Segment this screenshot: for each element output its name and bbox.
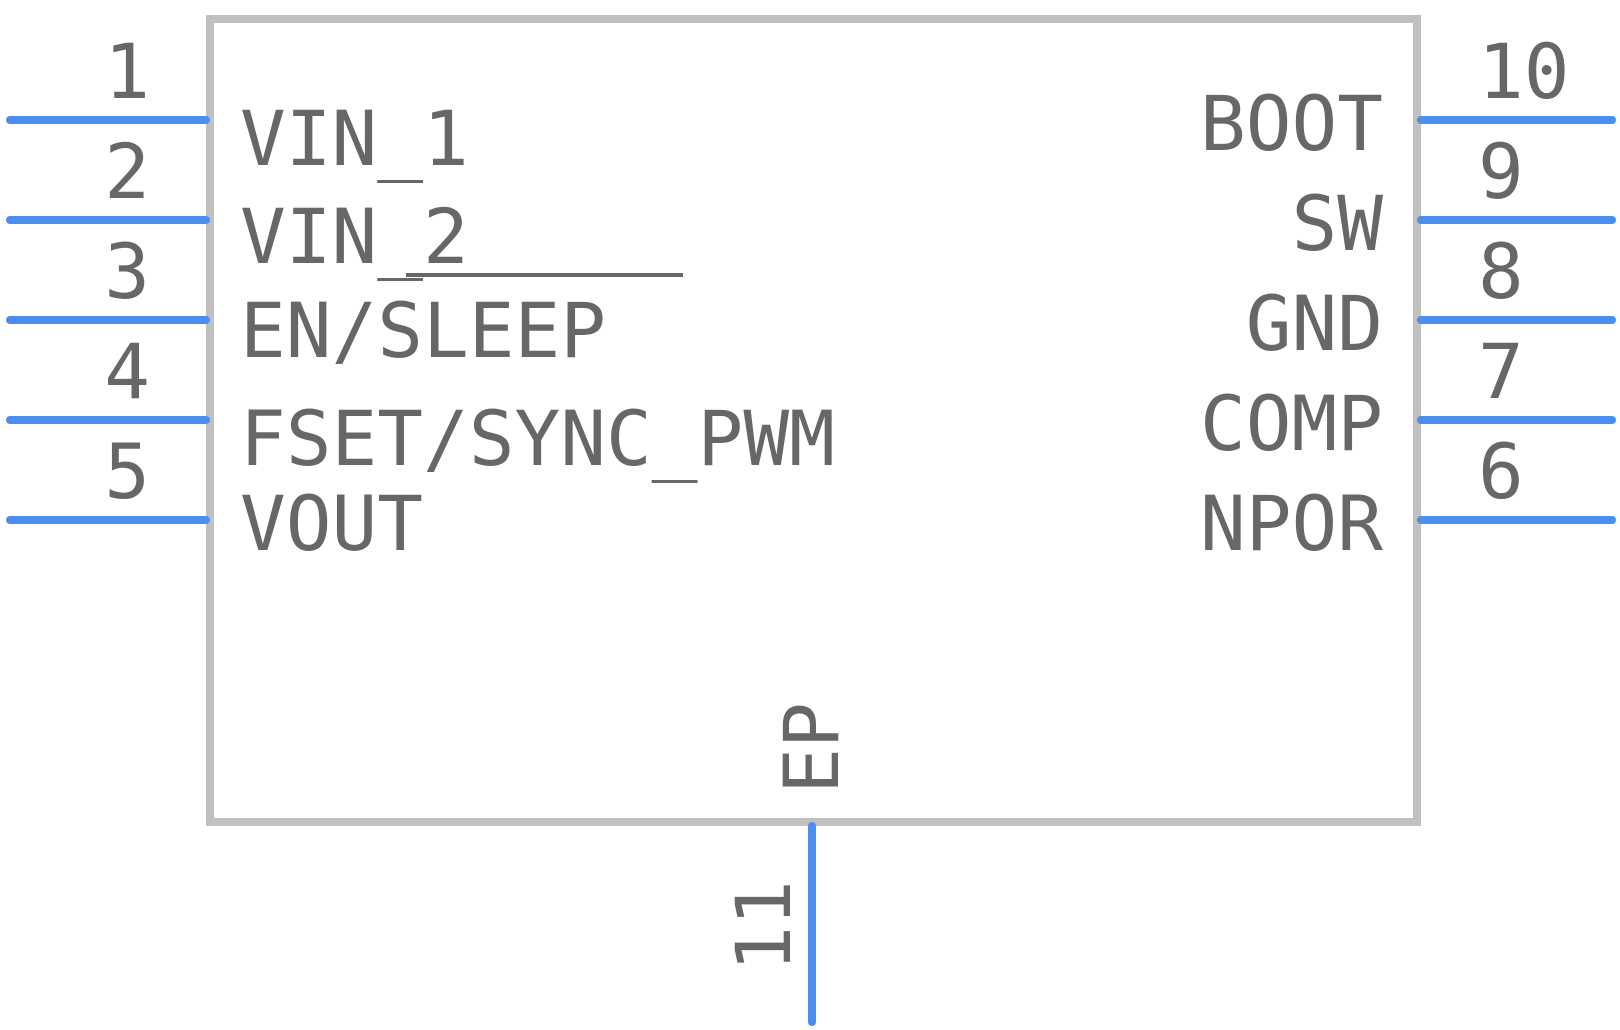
pin-name: VIN_2 (240, 192, 469, 281)
pin-name: EN/SLEEP (240, 286, 606, 375)
pin-name: SW (1291, 179, 1383, 268)
pin-name: EP (767, 702, 856, 794)
pin-name: COMP (1200, 379, 1383, 468)
pin-name: NPOR (1200, 479, 1383, 568)
pin-name: VIN_1 (240, 94, 469, 183)
pin-number: 4 (104, 327, 150, 416)
bottom-pin-11[interactable]: 11 EP (719, 702, 856, 1026)
right-pin-7[interactable]: 7 COMP (1200, 327, 1616, 468)
left-pin-3[interactable]: 3 EN/SLEEP (6, 227, 683, 375)
right-pin-10[interactable]: 10 BOOT (1200, 27, 1616, 168)
right-pin-6[interactable]: 6 NPOR (1200, 427, 1616, 568)
pin-name: BOOT (1200, 79, 1383, 168)
right-pin-8[interactable]: 8 GND (1246, 227, 1616, 368)
pin-number: 1 (104, 27, 150, 116)
pin-name: FSET/SYNC_PWM (240, 394, 835, 483)
pin-number: 7 (1478, 327, 1524, 416)
pin-number: 9 (1478, 127, 1524, 216)
pin-name: GND (1246, 279, 1383, 368)
pin-number: 2 (104, 127, 150, 216)
right-pin-9[interactable]: 9 SW (1291, 127, 1616, 268)
pin-number: 8 (1478, 227, 1524, 316)
pin-number: 11 (719, 880, 808, 972)
component-body (206, 15, 1421, 826)
pin-name: VOUT (240, 479, 423, 568)
left-pin-4[interactable]: 4 FSET/SYNC_PWM (6, 327, 835, 483)
pin-number: 10 (1478, 27, 1570, 116)
pin-number: 3 (104, 227, 150, 316)
pin-number: 6 (1478, 427, 1524, 516)
pin-number: 5 (104, 427, 150, 516)
left-pin-1[interactable]: 1 VIN_1 (6, 27, 469, 183)
left-pin-5[interactable]: 5 VOUT (6, 427, 423, 568)
left-pin-2[interactable]: 2 VIN_2 (6, 127, 469, 281)
